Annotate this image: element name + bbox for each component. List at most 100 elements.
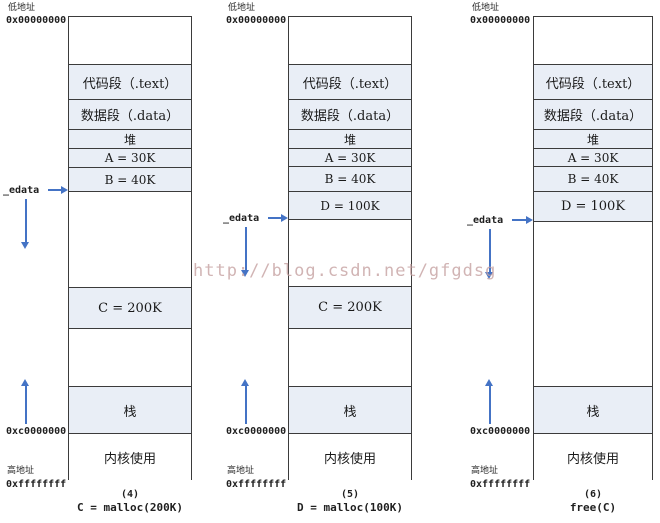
segment-free-gap-2 (69, 328, 191, 386)
segment-label: 数据段（.data） (80, 109, 180, 124)
segment-kernel: 内核使用 (289, 433, 411, 481)
segment-text: 代码段（.text） (69, 64, 191, 99)
segment-label: B = 40K (324, 172, 376, 186)
segment-block-b: B = 40K (534, 166, 652, 191)
stack-growth-arrow-head (21, 379, 29, 386)
segment-label: A = 30K (567, 150, 619, 165)
heap-growth-arrow-line (25, 199, 27, 242)
segment-block-c: C = 200K (289, 286, 411, 328)
segment-free-gap-1 (289, 219, 411, 286)
segment-stack: 栈 (69, 386, 191, 433)
caption-step: (4) (120, 489, 140, 500)
segment-free-gap-1 (69, 191, 191, 287)
segment-text: 代码段（.text） (534, 64, 652, 99)
high-address-value: 0xffffffff (226, 479, 287, 490)
segment-label: C = 200K (318, 300, 382, 315)
segment-block-b: B = 40K (289, 166, 411, 191)
segment-label: 堆 (586, 132, 599, 147)
stack-growth-arrow-head (241, 379, 249, 386)
segment-kernel: 内核使用 (534, 433, 652, 481)
segment-block-b: B = 40K (69, 167, 191, 191)
segment-label: 数据段（.data） (300, 109, 400, 124)
segment-kernel: 内核使用 (69, 433, 191, 481)
segment-block-a: A = 30K (289, 148, 411, 166)
low-address-value: 0x00000000 (6, 15, 67, 26)
low-address-value: 0x00000000 (470, 15, 531, 26)
segment-freed-gap (534, 221, 652, 386)
stack-growth-arrow-line (245, 386, 247, 424)
segment-stack: 栈 (534, 386, 652, 433)
segment-label: 内核使用 (103, 452, 156, 467)
edata-label: _edata (467, 215, 504, 226)
low-address-label: 低地址 (472, 3, 500, 13)
segment-label: 栈 (123, 404, 137, 420)
high-address-value: 0xffffffff (470, 479, 531, 490)
caption-code: D = malloc(100K) (297, 501, 403, 514)
segment-empty-top (69, 17, 191, 64)
segment-label: 栈 (343, 404, 357, 420)
stack-boundary-value: 0xc0000000 (470, 426, 531, 437)
stack-growth-arrow-line (25, 386, 27, 424)
high-address-label: 高地址 (471, 466, 499, 476)
watermark: http://blog.csdn.net/gfgdsg (193, 261, 497, 281)
caption-step: (6) (583, 489, 603, 500)
segment-data: 数据段（.data） (69, 99, 191, 129)
low-address-value: 0x00000000 (226, 15, 287, 26)
edata-label: _edata (223, 213, 260, 224)
edata-pointer-arrow-head (281, 214, 288, 222)
heap-growth-arrow-line (489, 229, 491, 272)
segment-heap: 堆 (69, 129, 191, 148)
stack-boundary-value: 0xc0000000 (226, 426, 287, 437)
segment-label: B = 40K (104, 172, 156, 187)
segment-block-d: D = 100K (534, 191, 652, 221)
segment-empty-top (289, 17, 411, 64)
edata-pointer-arrow-line (48, 189, 62, 191)
low-address-label: 低地址 (228, 3, 256, 13)
caption-code: C = malloc(200K) (77, 501, 183, 514)
segment-label: 代码段（.text） (545, 76, 641, 92)
segment-label: D = 100K (320, 198, 380, 213)
segment-data: 数据段（.data） (289, 99, 411, 129)
caption-step: (5) (340, 489, 360, 500)
segment-label: D = 100K (560, 199, 626, 214)
high-address-label: 高地址 (7, 466, 35, 476)
segment-label: C = 200K (98, 300, 162, 316)
segment-label: 代码段（.text） (82, 76, 178, 92)
heap-growth-arrow-line (245, 227, 247, 270)
segment-label: 代码段（.text） (302, 76, 398, 92)
segment-block-d: D = 100K (289, 191, 411, 219)
segment-label: B = 40K (567, 172, 619, 186)
segment-block-a: A = 30K (534, 148, 652, 166)
segment-label: 堆 (123, 132, 136, 147)
segment-heap: 堆 (289, 129, 411, 148)
segment-stack: 栈 (289, 386, 411, 433)
segment-block-a: A = 30K (69, 148, 191, 167)
segment-label: A = 30K (324, 150, 376, 165)
heap-growth-arrow-head (241, 270, 249, 277)
segment-label: 内核使用 (566, 452, 619, 467)
segment-label: 栈 (586, 404, 600, 420)
low-address-label: 低地址 (8, 3, 36, 13)
segment-label: 堆 (343, 132, 356, 147)
stack-growth-arrow-head (485, 379, 493, 386)
edata-pointer-arrow-line (268, 217, 282, 219)
segment-empty-top (534, 17, 652, 64)
edata-pointer-arrow-head (526, 216, 533, 224)
high-address-value: 0xffffffff (6, 479, 67, 490)
segment-data: 数据段（.data） (534, 99, 652, 129)
stack-boundary-value: 0xc0000000 (6, 426, 67, 437)
heap-growth-arrow-head (485, 272, 493, 279)
segment-text: 代码段（.text） (289, 64, 411, 99)
edata-label: _edata (3, 185, 40, 196)
caption-code: free(C) (569, 501, 617, 514)
edata-pointer-arrow-head (61, 186, 68, 194)
segment-block-c: C = 200K (69, 287, 191, 328)
edata-pointer-arrow-line (512, 219, 527, 221)
segment-free-gap-2 (289, 328, 411, 386)
segment-heap: 堆 (534, 129, 652, 148)
segment-label: 内核使用 (323, 452, 376, 467)
stack-growth-arrow-line (489, 386, 491, 424)
high-address-label: 高地址 (227, 466, 255, 476)
segment-label: A = 30K (104, 151, 156, 165)
